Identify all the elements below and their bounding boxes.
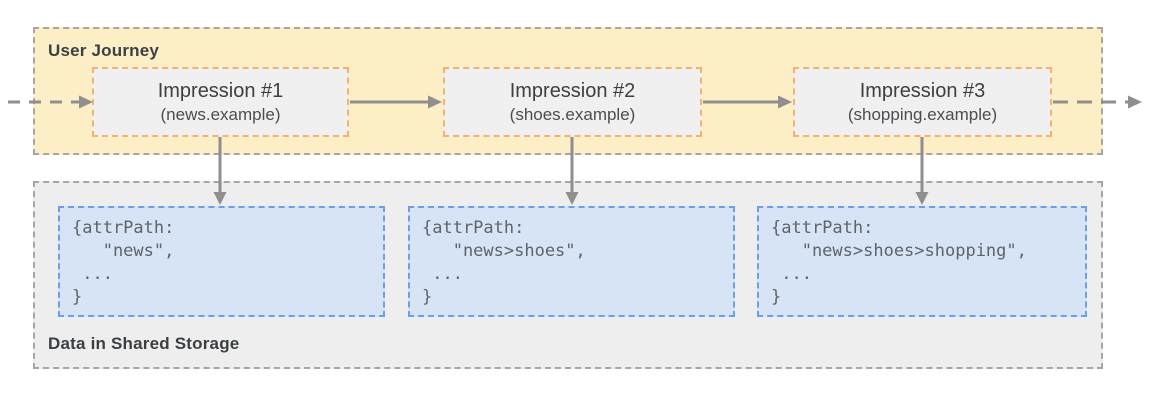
impression-2-domain: (shoes.example) [509,105,636,124]
storage-entry-1-code: {attrPath: "news", ... } [72,218,175,307]
shared-storage-label: Data in Shared Storage [48,334,240,353]
impression-1-domain: (news.example) [160,105,281,124]
impression-3-title: Impression #3 [859,80,986,102]
storage-entry-3-code: {attrPath: "news>shoes>shopping", ... } [771,218,1027,307]
storage-entry-2: {attrPath: "news>shoes", ... } [408,206,735,317]
user-journey-label: User Journey [48,41,160,60]
storage-entry-1: {attrPath: "news", ... } [58,206,385,317]
storage-entry-3: {attrPath: "news>shoes>shopping", ... } [757,206,1087,317]
storage-entry-2-code: {attrPath: "news>shoes", ... } [422,218,586,307]
impression-1-title: Impression #1 [157,80,284,102]
impression-2-node: Impression #2 (shoes.example) [443,67,702,137]
impression-1-node: Impression #1 (news.example) [92,67,349,137]
impression-2-title: Impression #2 [509,80,636,102]
impression-3-domain: (shopping.example) [847,105,998,124]
impression-3-node: Impression #3 (shopping.example) [793,67,1052,137]
